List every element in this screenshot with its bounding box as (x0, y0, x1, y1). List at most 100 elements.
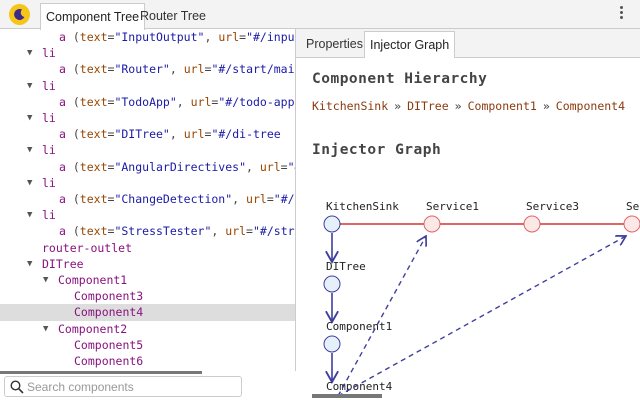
node-label: Component6 (74, 354, 144, 368)
tag-name: li (42, 208, 56, 223)
attr-name: text (79, 192, 108, 206)
more-options-icon[interactable] (618, 6, 624, 22)
attr-value: AngularDirectives (121, 159, 240, 174)
tag-name: a (59, 192, 66, 206)
attr-name: url (218, 30, 240, 44)
node-label: DITree (42, 256, 84, 271)
tag-name: a (59, 94, 66, 109)
attr-value: #/start/main (218, 62, 296, 77)
tree-row[interactable]: a (text="TodoApp", url="#/todo-app (59, 94, 295, 109)
component-node[interactable] (323, 335, 341, 353)
tree-row[interactable]: ▼Component2 (0, 321, 295, 337)
attr-name: text (79, 224, 108, 239)
tree-row[interactable]: ▼ li (0, 110, 295, 126)
tab-injector-graph[interactable]: Injector Graph (364, 31, 456, 58)
expand-triangle-icon[interactable]: ▼ (27, 258, 33, 269)
expand-triangle-icon[interactable]: ▼ (27, 145, 33, 156)
horizontal-scrollbar[interactable] (312, 394, 382, 398)
service-node[interactable] (623, 215, 640, 233)
crumb[interactable]: KitchenSink (312, 99, 389, 113)
augury-logo (9, 4, 30, 25)
tab-component-tree[interactable]: Component Tree (40, 3, 146, 30)
tree-row[interactable]: ▼ li (0, 45, 295, 61)
tree-row[interactable]: Component5 (0, 337, 295, 353)
expand-triangle-icon[interactable]: ▼ (27, 80, 33, 91)
crumb[interactable]: DITree (407, 99, 449, 113)
tree-row[interactable]: Component6 (0, 353, 295, 369)
expand-triangle-icon[interactable]: ▼ (43, 323, 49, 334)
component-node-label: KitchenSink (326, 200, 399, 213)
expand-triangle-icon[interactable]: ▼ (43, 275, 49, 285)
tree-row[interactable]: a (text="InputOutput", url="#/input- (0, 29, 295, 45)
tree-row[interactable]: a (text="AngularDirectives", url="#/ (0, 159, 296, 175)
attr-value: DITree (121, 127, 163, 142)
tree-row[interactable]: a (text="ChangeDetection", url="#/ch (0, 191, 295, 207)
tab-router-tree[interactable]: Router Tree (140, 9, 207, 23)
crumb-separator: » (454, 99, 462, 113)
tree-row[interactable]: ▼ li (0, 175, 295, 191)
attr-value: #/ (295, 160, 296, 174)
crumb-separator: » (394, 99, 402, 113)
crumb-separator: » (542, 99, 550, 113)
dependency-arrow (340, 236, 626, 394)
tag-name: a (59, 62, 66, 77)
attr-name: text (79, 127, 108, 142)
attr-value: #/ch (280, 192, 295, 206)
search-box[interactable] (4, 376, 242, 397)
tree-row[interactable]: ▼ li (0, 207, 295, 223)
component-node[interactable] (323, 215, 341, 233)
attr-name: text (79, 159, 108, 174)
tree-row[interactable]: ▼li (0, 78, 295, 94)
attr-value: #/todo-app (225, 94, 295, 109)
attr-value: StressTester (121, 224, 205, 239)
tag-name: li (42, 46, 56, 61)
tree-row[interactable]: ▼li (0, 142, 295, 158)
component-node-label: Component4 (326, 380, 393, 393)
service-node[interactable] (523, 215, 541, 233)
expand-triangle-icon[interactable]: ▼ (27, 177, 33, 188)
node-label: router-outlet (42, 240, 133, 255)
service-node[interactable] (423, 215, 441, 233)
component-tree-panel: a (text="InputOutput", url="#/input-▼lia… (0, 29, 296, 371)
detail-tabs: Properties Injector Graph (296, 29, 640, 58)
node-label: Component1 (58, 273, 128, 287)
tag-name: li (42, 111, 56, 125)
expand-triangle-icon[interactable]: ▼ (27, 48, 33, 59)
crumb[interactable]: Component4 (555, 99, 626, 113)
attr-value: InputOutput (121, 30, 198, 44)
tree-row[interactable]: Component4 (0, 304, 295, 321)
detail-panel: Properties Injector Graph Component Hier… (296, 29, 640, 400)
node-label: Component4 (74, 305, 144, 320)
tag-name: a (59, 224, 66, 239)
attr-name: text (79, 30, 108, 44)
expand-triangle-icon[interactable]: ▼ (27, 113, 33, 123)
node-label: Component3 (74, 289, 144, 304)
tree-row[interactable]: ▼ DITree (0, 256, 295, 272)
tree-row[interactable]: router-outlet (0, 240, 295, 256)
attr-value: #/stres (259, 224, 295, 239)
component-node-label: DITree (326, 260, 366, 273)
component-hierarchy-title: Component Hierarchy (312, 71, 488, 87)
tree-row[interactable]: a (text="Router", url="#/start/main (0, 61, 296, 77)
crumb[interactable]: Component1 (467, 99, 537, 113)
dependency-arrow (338, 236, 426, 394)
attr-value: ChangeDetection (121, 192, 226, 206)
horizontal-scrollbar[interactable] (0, 371, 202, 374)
attr-value: Router (121, 62, 163, 77)
tree-row[interactable]: a (text="StressTester", url="#/stres (0, 223, 295, 239)
injector-graph-title: Injector Graph (312, 142, 442, 158)
tree-row[interactable]: a (text="DITree", url="#/di-tree (59, 127, 281, 142)
service-node-label: Service3 (526, 200, 579, 213)
tree-row[interactable]: ▼ Component1 (0, 272, 295, 288)
top-bar: Component Tree Router Tree (0, 0, 640, 30)
tag-name: a (59, 30, 66, 44)
tag-name: li (42, 175, 56, 190)
component-node[interactable] (323, 275, 341, 293)
tab-properties[interactable]: Properties (306, 37, 363, 51)
search-input[interactable] (27, 379, 237, 394)
attr-name: url (183, 127, 205, 142)
tree-row[interactable]: Component3 (0, 288, 295, 304)
service-node-label: Se (626, 200, 639, 213)
expand-triangle-icon[interactable]: ▼ (27, 210, 33, 221)
node-label: Component5 (74, 337, 144, 352)
